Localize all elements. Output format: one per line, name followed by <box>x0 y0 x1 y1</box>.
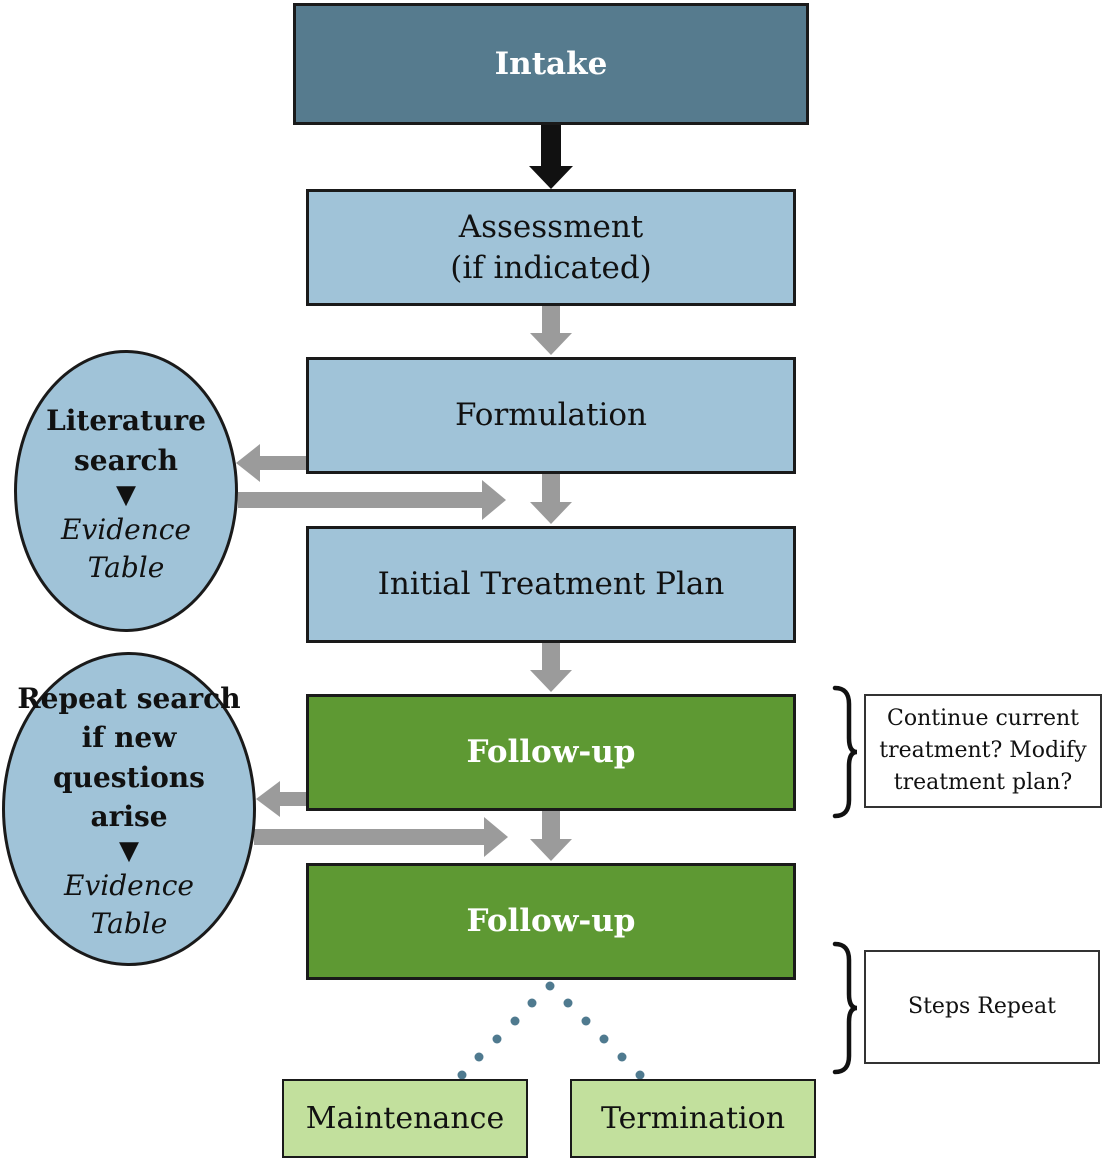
initial-treatment-plan-box: Initial Treatment Plan <box>306 526 796 643</box>
repeat-search-title-1: Repeat search <box>17 682 241 716</box>
arrow-plan-to-followup <box>530 642 572 692</box>
formulation-label: Formulation <box>454 397 648 434</box>
down-triangle-icon: ▼ <box>119 835 139 866</box>
continue-note-line-2: treatment? Modify <box>879 738 1087 764</box>
literature-search-ellipse: Literature search ▼ Evidence Table <box>14 350 238 632</box>
arrow-followup-to-followup <box>530 811 572 861</box>
literature-search-title-1: Literature <box>46 404 206 438</box>
steps-repeat-note: Steps Repeat <box>864 950 1100 1064</box>
repeat-search-title-2: if new questions <box>53 721 205 794</box>
evidence-table-label-2: Table <box>87 550 165 584</box>
maintenance-label: Maintenance <box>305 1101 505 1136</box>
arrow-literature-to-plan <box>238 480 506 520</box>
assessment-box: Assessment (if indicated) <box>306 189 796 306</box>
repeat-search-ellipse: Repeat search if new questions arise ▼ E… <box>2 652 256 966</box>
followup-box-2: Follow-up <box>306 863 796 980</box>
arrow-assessment-to-formulation <box>530 305 572 355</box>
dotted-branch <box>457 981 645 1080</box>
termination-label: Termination <box>600 1101 786 1136</box>
evidence-table-label-1: Evidence <box>61 512 191 546</box>
evidence-table-label-2: Table <box>90 906 168 940</box>
brace-followup-1 <box>832 685 858 819</box>
evidence-table-label-1: Evidence <box>64 869 194 903</box>
continue-note-line-1: Continue current <box>886 706 1080 732</box>
termination-box: Termination <box>570 1079 816 1158</box>
intake-label: Intake <box>494 45 608 82</box>
arrow-intake-to-assessment <box>529 124 573 189</box>
maintenance-box: Maintenance <box>282 1079 528 1158</box>
arrow-followup-to-repeat <box>256 781 308 817</box>
intake-box: Intake <box>293 3 809 125</box>
arrow-formulation-to-plan <box>530 473 572 524</box>
followup-label-1: Follow-up <box>466 734 636 771</box>
initial-treatment-plan-label: Initial Treatment Plan <box>377 566 725 603</box>
continue-note-line-3: treatment plan? <box>893 769 1073 795</box>
followup-box-1: Follow-up <box>306 694 796 811</box>
repeat-search-title-3: arise <box>90 799 168 833</box>
steps-repeat-label: Steps Repeat <box>908 994 1056 1020</box>
formulation-box: Formulation <box>306 357 796 474</box>
arrow-formulation-to-literature <box>236 444 308 482</box>
arrow-repeat-to-followup <box>254 817 508 857</box>
down-triangle-icon: ▼ <box>116 479 136 510</box>
followup-label-2: Follow-up <box>466 903 636 940</box>
brace-followup-2 <box>832 941 858 1075</box>
continue-note: Continue current treatment? Modify treat… <box>864 694 1102 808</box>
literature-search-title-2: search <box>74 443 178 477</box>
assessment-sublabel: (if indicated) <box>450 249 652 286</box>
assessment-label: Assessment <box>458 209 644 246</box>
